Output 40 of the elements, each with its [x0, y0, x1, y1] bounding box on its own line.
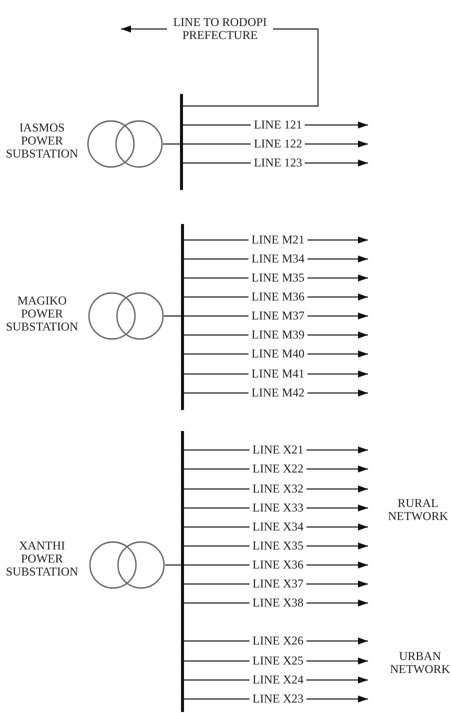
connection-line — [164, 315, 181, 317]
line-label: LINE M34 — [248, 252, 308, 266]
line-label: LINE TO RODOPI PREFECTURE — [167, 16, 273, 42]
bus-bar — [180, 94, 183, 190]
line-label: LINE X34 — [250, 520, 306, 534]
network-label: RURAL NETWORK — [388, 497, 448, 523]
line-label: LINE M37 — [248, 310, 308, 322]
line-label: LINE X23 — [250, 692, 306, 706]
line-label: LINE 121 — [250, 118, 306, 132]
line-label: LINE 123 — [250, 156, 306, 170]
line-label: LINE M36 — [248, 290, 308, 304]
line-label: LINE M21 — [248, 234, 308, 246]
line-label: LINE 122 — [250, 138, 306, 150]
line-label: LINE X24 — [250, 674, 306, 686]
line-label: LINE X25 — [250, 654, 306, 668]
bus-bar — [181, 431, 184, 712]
line-label: LINE X35 — [250, 540, 306, 552]
line-label: LINE X21 — [250, 444, 306, 456]
line-label: LINE X38 — [250, 596, 306, 610]
line-label: LINE M41 — [248, 368, 308, 380]
substation-label: IASMOS POWER SUBSTATION — [6, 122, 78, 160]
connection-line — [163, 143, 180, 145]
substation-label: MAGIKO POWER SUBSTATION — [6, 294, 78, 334]
line-label: LINE X32 — [250, 482, 306, 496]
connection-line — [165, 564, 181, 566]
line-label: LINE X36 — [250, 558, 306, 572]
transformer-symbol — [87, 120, 163, 168]
line-label: LINE M39 — [248, 328, 308, 342]
line-label: LINE M35 — [248, 272, 308, 284]
bus-bar — [181, 224, 184, 410]
substation-label: XANTHI POWER SUBSTATION — [6, 540, 78, 578]
line-label: LINE X33 — [250, 502, 306, 514]
line-label: LINE M40 — [248, 348, 308, 360]
network-label: URBAN NETWORK — [390, 650, 450, 676]
line-label: LINE X22 — [250, 462, 306, 476]
line-label: LINE X37 — [250, 578, 306, 590]
transformer-symbol — [89, 541, 165, 589]
transformer-symbol — [88, 292, 164, 340]
line-label: LINE M42 — [248, 386, 308, 400]
line-label: LINE X26 — [250, 634, 306, 648]
